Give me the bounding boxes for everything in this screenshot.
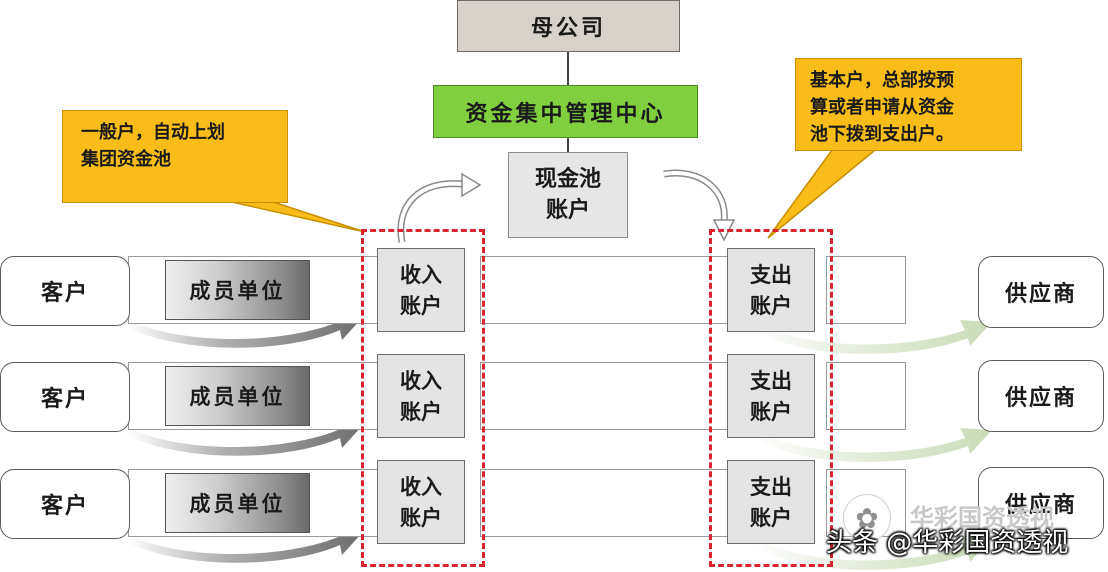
row-lane-middle bbox=[480, 256, 738, 324]
cash-pool-label-line2: 账户 bbox=[545, 197, 590, 223]
callout-basic-account: 基本户，总部按预 算或者申请从资金 池下拨到支出户。 bbox=[795, 58, 1022, 151]
expense-flow-arrow bbox=[748, 318, 992, 354]
expense-account-line1: 支出 bbox=[750, 368, 792, 393]
income-flow-arrow bbox=[128, 312, 362, 348]
customer-label: 客户 bbox=[40, 280, 89, 306]
callout-right-line3: 池下拨到支出户。 bbox=[810, 124, 954, 145]
row-lane-right bbox=[826, 256, 906, 324]
expense-account-box: 支出 账户 bbox=[727, 354, 815, 438]
income-account-line2: 账户 bbox=[400, 293, 442, 318]
supplier-box: 供应商 bbox=[978, 467, 1104, 539]
income-account-box: 收入 账户 bbox=[377, 460, 465, 544]
callout-left-line2: 集团资金池 bbox=[81, 149, 171, 170]
pool-to-expense-arrow bbox=[663, 169, 728, 223]
expense-account-box: 支出 账户 bbox=[727, 248, 815, 332]
callout-left-line1: 一般户，自动上划 bbox=[81, 122, 225, 143]
supplier-box: 供应商 bbox=[978, 256, 1104, 328]
expense-account-line2: 账户 bbox=[750, 399, 792, 424]
member-unit-label: 成员单位 bbox=[189, 384, 286, 409]
supplier-label: 供应商 bbox=[1004, 281, 1077, 307]
supplier-label: 供应商 bbox=[1004, 492, 1077, 518]
row-lane-right bbox=[826, 362, 906, 430]
income-account-line2: 账户 bbox=[400, 505, 442, 530]
member-unit-box: 成员单位 bbox=[165, 473, 310, 533]
income-account-line2: 账户 bbox=[400, 399, 442, 424]
parent-company-label: 母公司 bbox=[530, 15, 606, 41]
expense-flow-arrow bbox=[748, 534, 992, 570]
income-flow-arrow bbox=[128, 527, 362, 563]
cash-pool-label-line1: 现金池 bbox=[534, 166, 601, 192]
fund-center-label: 资金集中管理中心 bbox=[465, 100, 666, 127]
watermark-text: 头条 @华彩国资透视 bbox=[826, 528, 1069, 558]
supplier-box: 供应商 bbox=[978, 360, 1104, 432]
customer-box: 客户 bbox=[0, 256, 130, 326]
expense-account-line2: 账户 bbox=[750, 505, 792, 530]
expense-account-line1: 支出 bbox=[750, 262, 792, 287]
callout-right-line1: 基本户，总部按预 bbox=[810, 70, 954, 91]
income-account-line1: 收入 bbox=[400, 368, 442, 393]
member-unit-label: 成员单位 bbox=[189, 491, 286, 516]
row-lane-middle bbox=[480, 469, 738, 537]
customer-label: 客户 bbox=[40, 386, 89, 412]
customer-label: 客户 bbox=[40, 493, 89, 519]
watermark-faint-text: 华彩国资透视 bbox=[910, 504, 1054, 532]
income-account-box: 收入 账户 bbox=[377, 248, 465, 332]
row-lane-middle bbox=[480, 362, 738, 430]
income-account-box: 收入 账户 bbox=[377, 354, 465, 438]
member-unit-box: 成员单位 bbox=[165, 260, 310, 320]
callout-right-pointer bbox=[767, 145, 883, 239]
expense-flow-arrow bbox=[748, 426, 992, 462]
income-account-line1: 收入 bbox=[400, 262, 442, 287]
income-flow-arrow bbox=[128, 420, 362, 456]
customer-box: 客户 bbox=[0, 362, 130, 432]
customer-box: 客户 bbox=[0, 469, 130, 539]
callout-general-account: 一般户，自动上划 集团资金池 bbox=[62, 110, 288, 203]
expense-account-box: 支出 账户 bbox=[727, 460, 815, 544]
expense-account-line2: 账户 bbox=[750, 293, 792, 318]
cash-pool-account-box: 现金池 账户 bbox=[508, 152, 628, 238]
income-account-line1: 收入 bbox=[400, 474, 442, 499]
fund-center-box: 资金集中管理中心 bbox=[433, 85, 698, 138]
parent-company-box: 母公司 bbox=[457, 0, 680, 52]
member-unit-box: 成员单位 bbox=[165, 366, 310, 426]
member-unit-label: 成员单位 bbox=[189, 278, 286, 303]
expense-account-line1: 支出 bbox=[750, 474, 792, 499]
income-accounts-group bbox=[361, 229, 485, 567]
expense-accounts-group bbox=[709, 229, 833, 567]
callout-right-line2: 算或者申请从资金 bbox=[810, 97, 954, 118]
wechat-icon: ✿ bbox=[843, 494, 891, 542]
supplier-label: 供应商 bbox=[1004, 385, 1077, 411]
